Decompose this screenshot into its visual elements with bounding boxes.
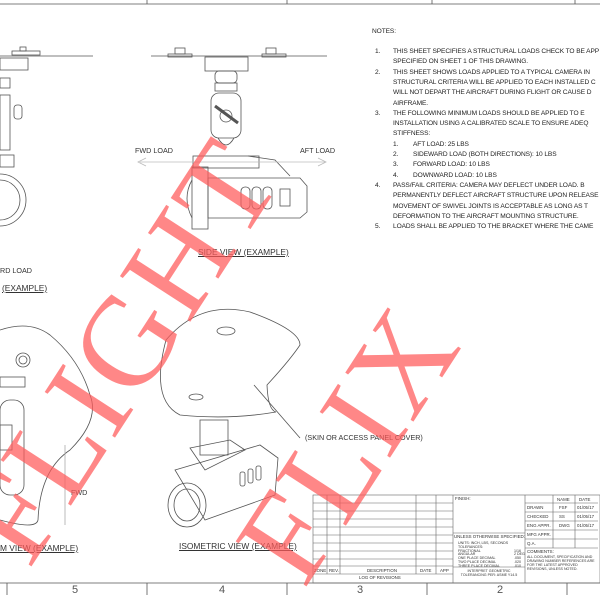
date-header: DATE: [579, 497, 591, 502]
side-view-drawing: [137, 47, 327, 230]
fwd-load-label: FWD LOAD: [135, 146, 173, 155]
note-line: WILL NOT DEPART THE AIRCRAFT DURING FLIG…: [393, 89, 592, 97]
tolerance-value: .010: [514, 563, 521, 568]
zone-2: 2: [497, 584, 504, 596]
tolerance-label: THREE PLACE DECIMAL: [458, 563, 500, 568]
tolerance-label: ONE PLACE DECIMAL: [458, 556, 496, 561]
comments-text: ALL DOCUMENT, SPECIFICATION AND DRAWING …: [527, 555, 595, 571]
rev-header-rev: REV.: [329, 568, 339, 573]
note-line: STIFFNESS:: [393, 130, 431, 138]
tolerance-label: TOLERANCES:: [458, 544, 484, 549]
isometric-view-drawing: [160, 308, 301, 528]
signoff-name: DWG: [559, 523, 570, 528]
skin-panel-callout: (SKIN OR ACCESS PANEL COVER): [305, 433, 423, 442]
tolerance-label: TWO PLACE DECIMAL: [458, 560, 497, 564]
signoff-name: SS: [559, 514, 565, 519]
tolerance-value: .050: [514, 556, 521, 561]
signoff-role: MFG APPR.: [527, 532, 551, 537]
zone-5: 5: [72, 584, 79, 596]
note-line: AIRFRAME.: [393, 99, 429, 107]
zone-3: 3: [357, 584, 364, 596]
rev-title: LOG OF REVISIONS: [359, 575, 401, 580]
fwd-label: FWD: [71, 488, 88, 497]
comments-title: COMMENTS:: [527, 549, 554, 554]
load-number: 1.: [393, 140, 399, 148]
note-number: 5.: [375, 223, 381, 231]
signoff-role: CHECKED: [527, 514, 549, 519]
tolerance-label: UNITS: INCH, LBS, SECONDS: [458, 541, 509, 545]
note-line: PERMANENTLY DEFLECT AIRCRAFT STRUCTURE U…: [393, 192, 599, 200]
side-view-caption: SIDE VIEW (EXAMPLE): [198, 247, 289, 257]
note-number: 3.: [375, 109, 381, 117]
signoff-date: 01/05/17: [577, 514, 595, 519]
note-number: 4.: [375, 181, 381, 189]
tolerance-value: .020: [514, 560, 521, 564]
signoff-role: ENG APPR.: [527, 523, 551, 528]
zone-4: 4: [219, 584, 226, 596]
name-header: NAME: [557, 497, 570, 502]
load-line: SIDEWARD LOAD (BOTH DIRECTIONS): 10 LBS: [413, 151, 557, 158]
note-line: SPECIFIED ON SHEET 1 OF THIS DRAWING.: [393, 58, 529, 66]
rev-header-zone: ZONE: [314, 568, 327, 573]
isometric-view-caption: ISOMETRIC VIEW (EXAMPLE): [179, 541, 297, 551]
tolerance-value: 1/16: [514, 548, 521, 553]
load-line: AFT LOAD: 25 LBS: [413, 140, 469, 148]
bottom-view-drawing: [0, 325, 93, 526]
load-line: DOWNWARD LOAD: 10 LBS: [413, 171, 497, 179]
rev-header-description: DESCRIPTION: [367, 568, 398, 573]
note-line: LOADS SHALL BE APPLIED TO THE BRACKET WH…: [393, 223, 594, 231]
signoff-role: DRAWN: [527, 505, 544, 510]
title-block-grid: [312, 494, 600, 584]
front-view-drawing: [0, 46, 93, 227]
notes-title: NOTES:: [372, 28, 396, 35]
bottom-view-caption: M VIEW (EXAMPLE): [0, 543, 79, 553]
interpret-tolerancing: INTERPRET GEOMETRIC TOLERANCING PER: ASM…: [460, 569, 518, 577]
note-line: MOVEMENT OF SWIVEL JOINTS IS ACCEPTABLE …: [393, 202, 588, 210]
rev-header-date: DATE: [420, 568, 432, 573]
signoff-role: Q.A.: [527, 541, 536, 546]
rev-header-app: APP: [440, 568, 449, 573]
signoff-date: 01/05/17: [577, 523, 595, 528]
note-number: 1.: [375, 48, 381, 55]
note-line: THIS SHEET SHOWS LOADS APPLIED TO A TYPI…: [393, 68, 590, 76]
note-line: DEFORMATION TO THE AIRCRAFT MOUNTING STR…: [393, 212, 579, 220]
load-number: 2.: [393, 151, 399, 158]
signoff-name: FSF: [559, 505, 568, 510]
note-line: STRUCTURAL CRITERIA WILL BE APPLIED TO E…: [393, 78, 596, 86]
finish-label: FINISH:: [455, 496, 471, 501]
aft-load-label: AFT LOAD: [300, 146, 336, 155]
unless-specified: UNLESS OTHERWISE SPECIFIED:: [454, 534, 525, 539]
load-number: 4.: [393, 171, 399, 179]
load-line: FORWARD LOAD: 10 LBS: [413, 161, 490, 169]
note-line: PASS/FAIL CRITERIA: CAMERA MAY DEFLECT U…: [393, 181, 585, 189]
tolerance-label: ANGULAR: [458, 552, 476, 557]
sideward-load-label: RD LOAD: [0, 266, 32, 275]
note-line: THIS SHEET SPECIFIES A STRUCTURAL LOADS …: [393, 48, 600, 55]
note-line: INSTALLATION USING A CALIBRATED SCALE TO…: [393, 120, 589, 128]
tolerance-label: FRACTIONAL: [458, 548, 481, 553]
front-view-caption: (EXAMPLE): [2, 283, 48, 293]
load-number: 3.: [393, 161, 399, 169]
note-number: 2.: [375, 68, 381, 76]
tolerance-value: 2 DEG: [514, 552, 525, 557]
note-line: THE FOLLOWING MINIMUM LOADS SHOULD BE AP…: [393, 109, 585, 117]
signoff-date: 01/05/17: [577, 505, 595, 510]
